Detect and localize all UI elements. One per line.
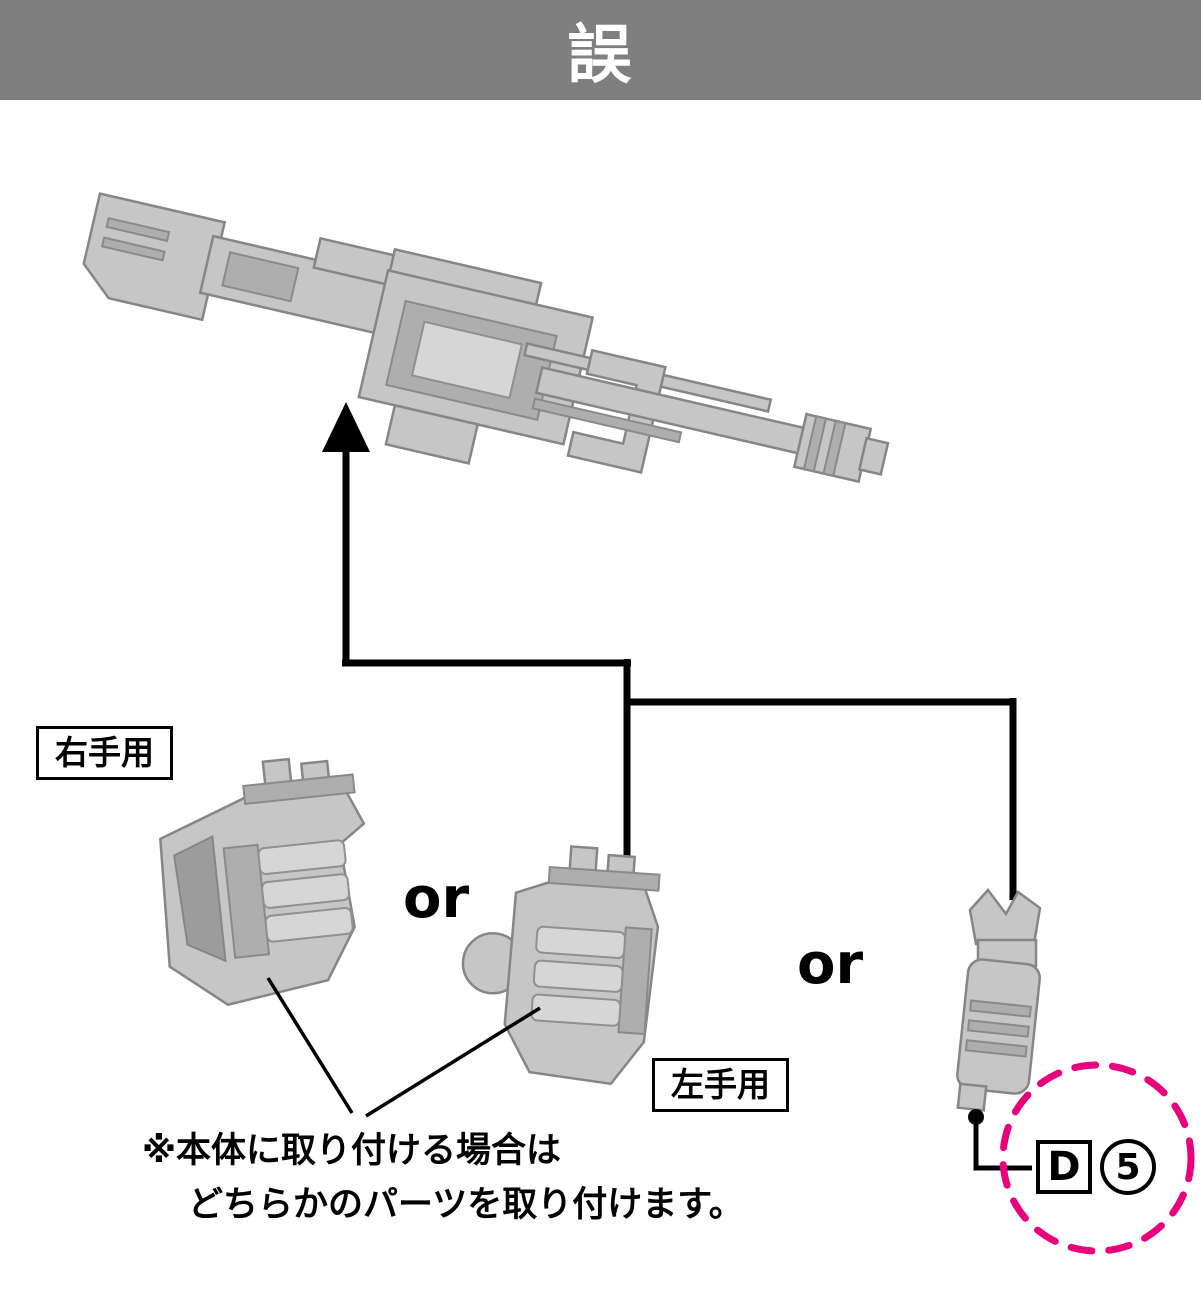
wrong-mark-title: 誤 (567, 19, 634, 93)
or-text-1: or (403, 866, 470, 931)
note-line-2: どちらかのパーツを取り付けます。 (188, 1185, 744, 1225)
or-text-2: or (797, 932, 864, 997)
left-hand-label-box: 左手用 (652, 1058, 789, 1112)
highlight-ellipse (999, 1061, 1195, 1255)
part-code-connector (968, 1109, 1032, 1171)
part-code-letter: D (1047, 1144, 1081, 1190)
note-line-1: ※本体に取り付ける場合は (142, 1131, 562, 1171)
header-banner: 誤 (0, 0, 1201, 100)
left-hand-part-illustration (461, 845, 661, 1086)
left-hand-label: 左手用 (671, 1065, 770, 1104)
up-arrow-head (322, 402, 370, 452)
part-code-number: 5 (1115, 1146, 1141, 1188)
rifle-illustration (82, 192, 890, 484)
right-hand-label: 右手用 (55, 733, 154, 772)
part-code-number-circle: 5 (1100, 1139, 1156, 1195)
part-code-d-box: D (1036, 1140, 1092, 1194)
right-hand-part-illustration (159, 757, 366, 1007)
right-hand-label-box: 右手用 (36, 726, 173, 780)
branch-lines (322, 402, 1017, 900)
grip-part-illustration (956, 888, 1042, 1112)
note-pointer-lines (266, 977, 541, 1118)
